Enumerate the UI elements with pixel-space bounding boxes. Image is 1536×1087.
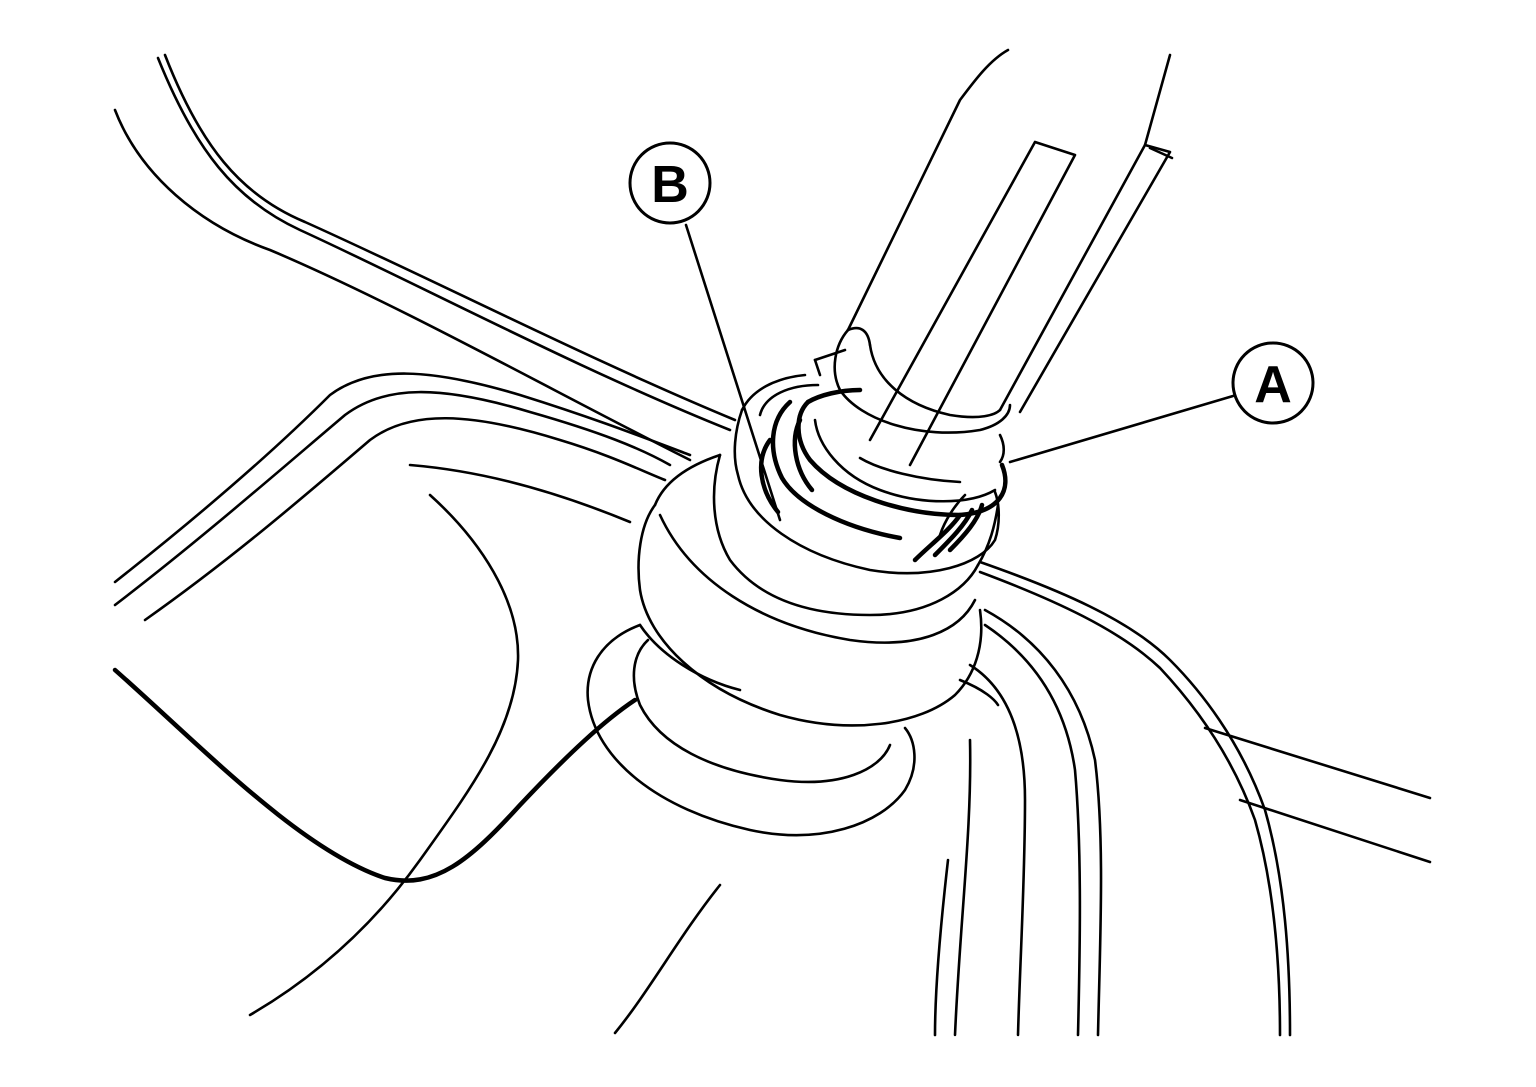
- callout-b-circle: [628, 141, 712, 225]
- callout-b: B: [628, 141, 712, 225]
- callout-a: A: [1231, 341, 1315, 425]
- leader-line-b: [684, 223, 782, 522]
- filler-boot: [586, 453, 1000, 837]
- leader-lines: [684, 223, 1235, 522]
- housing-left-panel: [112, 372, 722, 1035]
- callout-a-circle: [1231, 341, 1315, 425]
- housing-upper-contour: [113, 53, 737, 462]
- hose-clamp-ring: [796, 387, 1008, 518]
- filler-hose: [813, 48, 1174, 537]
- callout-b-label: B: [651, 156, 689, 214]
- housing-right-contour: [933, 560, 1432, 1037]
- leader-line-a: [1008, 394, 1235, 464]
- filler-collar: [733, 373, 1001, 575]
- callout-a-label: A: [1254, 356, 1292, 414]
